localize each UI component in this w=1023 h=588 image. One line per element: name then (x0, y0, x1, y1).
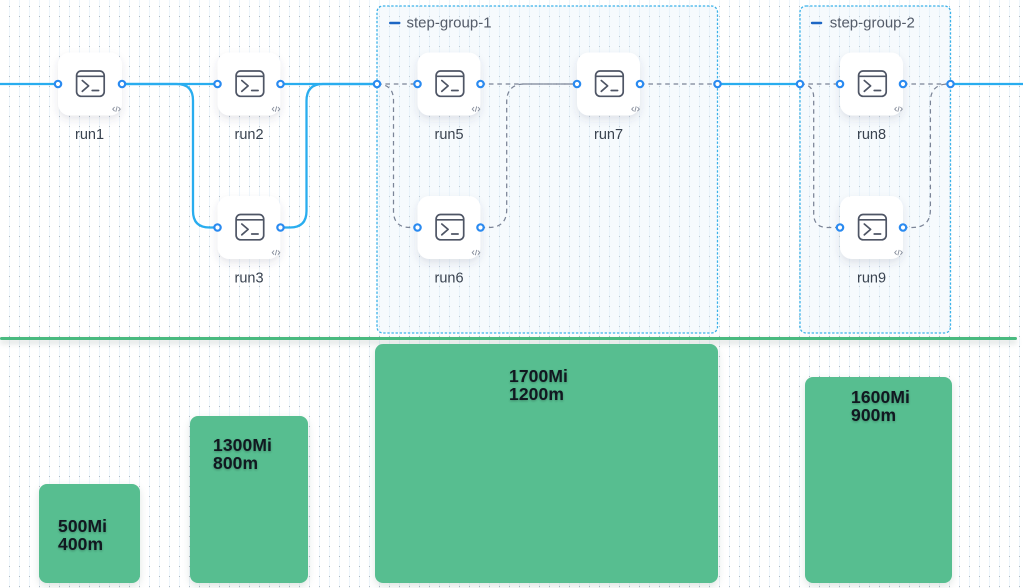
svg-text:run6: run6 (434, 271, 463, 287)
svg-text:step-group-1: step-group-1 (407, 15, 492, 32)
svg-text:run8: run8 (857, 127, 886, 143)
svg-text:run2: run2 (234, 127, 263, 143)
svg-text:run7: run7 (594, 127, 623, 143)
svg-text:run1: run1 (75, 127, 104, 143)
svg-text:run5: run5 (434, 127, 463, 143)
svg-text:run9: run9 (857, 271, 886, 287)
svg-text:step-group-2: step-group-2 (830, 15, 915, 32)
svg-text:run3: run3 (234, 271, 263, 287)
